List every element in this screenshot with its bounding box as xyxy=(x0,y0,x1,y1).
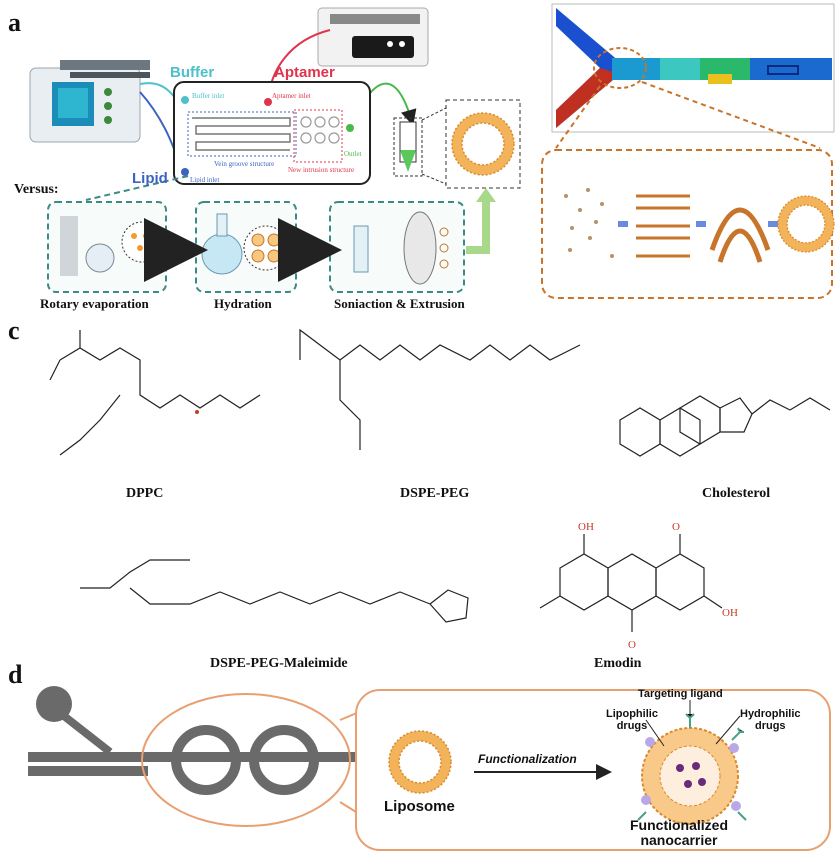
lipophilic-drugs-label: Lipophilic drugs xyxy=(606,708,658,732)
buffer-label: Buffer xyxy=(170,64,215,81)
chip-outlet: Outlet xyxy=(344,150,362,158)
emodin-o-bottom: O xyxy=(628,639,636,651)
molecule-emodin: Emodin xyxy=(594,656,642,671)
microfluidic-channel-schematic xyxy=(28,686,399,839)
versus-label: Versus: xyxy=(14,182,59,197)
molecule-dspe-peg: DSPE-PEG xyxy=(400,486,470,501)
emodin-oh-1: OH xyxy=(578,521,594,533)
chip-lipid-inlet: Lipid inlet xyxy=(190,176,220,184)
hydrophilic-drugs-label: Hydrophilic drugs xyxy=(740,708,801,732)
panel-letter-a: a xyxy=(8,8,21,37)
molecule-cholesterol: Cholesterol xyxy=(702,486,771,501)
panel-letter-d: d xyxy=(8,660,23,689)
step-rotary-evaporation xyxy=(47,201,167,293)
functionalization-label: Functionalization xyxy=(478,752,577,766)
functionalization-panel xyxy=(355,689,831,851)
molecule-dppc: DPPC xyxy=(126,486,164,501)
lipid-label: Lipid xyxy=(132,170,168,187)
step-label-sonication: Soniaction & Extrusion xyxy=(334,296,465,311)
chip-aptamer-inlet: Aptamer inlet xyxy=(272,92,311,100)
molecule-structures xyxy=(49,328,831,632)
targeting-ligand-label: Targeting ligand xyxy=(638,688,723,700)
step-label-hydration: Hydration xyxy=(214,296,272,311)
molecule-dspe-peg-maleimide: DSPE-PEG-Maleimide xyxy=(210,656,348,671)
liposome-label: Liposome xyxy=(384,798,455,815)
step-label-rotary: Rotary evaporation xyxy=(40,296,149,311)
flow-simulation xyxy=(551,3,835,149)
step-sonication-extrusion xyxy=(329,201,465,293)
emodin-o-top: O xyxy=(672,521,680,533)
panel-letter-c: c xyxy=(8,316,20,345)
step-hydration xyxy=(195,201,297,293)
liposome-zoom xyxy=(445,99,521,189)
test-tube xyxy=(393,107,447,185)
chip-vein-groove: Vein groove structure xyxy=(214,160,275,168)
self-assembly-box xyxy=(541,149,834,299)
syringe-pump-right xyxy=(317,7,429,67)
aptamer-label: Aptamer xyxy=(274,64,335,81)
functionalized-nanocarrier-label: Functionalized nanocarrier xyxy=(630,817,728,848)
chip-new-intrusion: New intrusion structure xyxy=(288,166,355,174)
microfluidic-chip xyxy=(173,81,371,185)
emodin-oh-2: OH xyxy=(722,607,738,619)
chip-buffer-inlet: Buffer inlet xyxy=(192,92,225,100)
syringe-pump-left xyxy=(29,60,150,143)
